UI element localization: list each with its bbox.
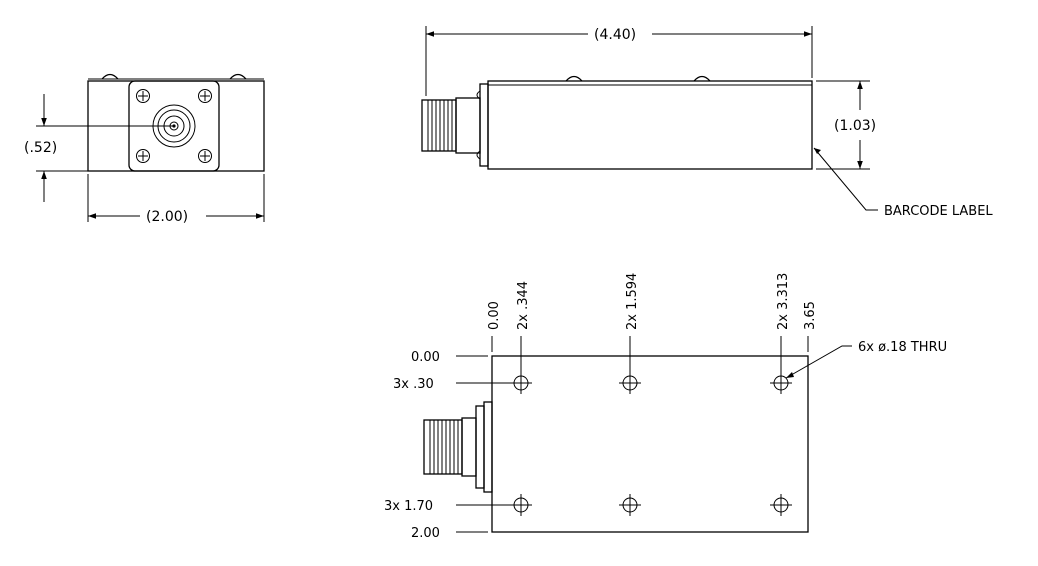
front-width-dim: (2.00) <box>146 209 188 225</box>
y-dim-0: 0.00 <box>411 350 440 365</box>
y-dim-2: 3x 1.70 <box>384 499 433 514</box>
x-ordinate-lines <box>491 336 809 376</box>
thread-lines <box>427 100 453 151</box>
barcode-label-callout: BARCODE LABEL <box>884 204 993 219</box>
side-body <box>487 80 813 170</box>
x-dim-0: 0.00 <box>487 301 502 330</box>
side-flange <box>479 83 489 167</box>
flange-screw-tr <box>198 89 212 103</box>
x-dim-4: 3.65 <box>803 301 818 330</box>
front-height-dim: (.52) <box>24 140 57 156</box>
y-ordinate-lines <box>456 355 514 533</box>
screw-head-left <box>101 73 119 80</box>
front-view: (.52) (2.00) <box>24 73 265 225</box>
side-screw-right <box>693 75 711 82</box>
side-screw-left <box>565 75 583 82</box>
bottom-connector-body <box>461 417 477 477</box>
side-view: (4.40) (1.03) BARCODE LABEL <box>421 26 993 219</box>
bottom-flange <box>483 401 493 493</box>
side-connector-thread <box>421 99 457 152</box>
side-length-dim: (4.40) <box>594 27 636 43</box>
y-dim-1: 3x .30 <box>393 377 434 392</box>
x-dim-2: 2x 1.594 <box>625 273 640 330</box>
x-dim-3: 2x 3.313 <box>776 273 791 330</box>
y-dim-3: 2.00 <box>411 526 440 541</box>
bottom-thread-lines <box>429 420 459 474</box>
flange-screw-bl <box>136 149 150 163</box>
flange-screw-tl <box>136 89 150 103</box>
bottom-view: 0.00 2x .344 2x 1.594 2x 3.313 3.65 0.00… <box>384 273 947 541</box>
connector-face <box>152 104 196 148</box>
side-connector-body <box>455 97 481 154</box>
x-dim-1: 2x .344 <box>516 281 531 330</box>
screw-head-right <box>229 73 247 80</box>
bottom-body <box>491 355 809 533</box>
hole-6 <box>770 494 792 516</box>
mounting-holes <box>510 372 792 516</box>
flange-screw-br <box>198 149 212 163</box>
side-height-dim: (1.03) <box>834 118 876 134</box>
bottom-connector-thread <box>423 419 463 475</box>
hole-5 <box>619 494 641 516</box>
hole-callout: 6x ø.18 THRU <box>858 340 947 355</box>
